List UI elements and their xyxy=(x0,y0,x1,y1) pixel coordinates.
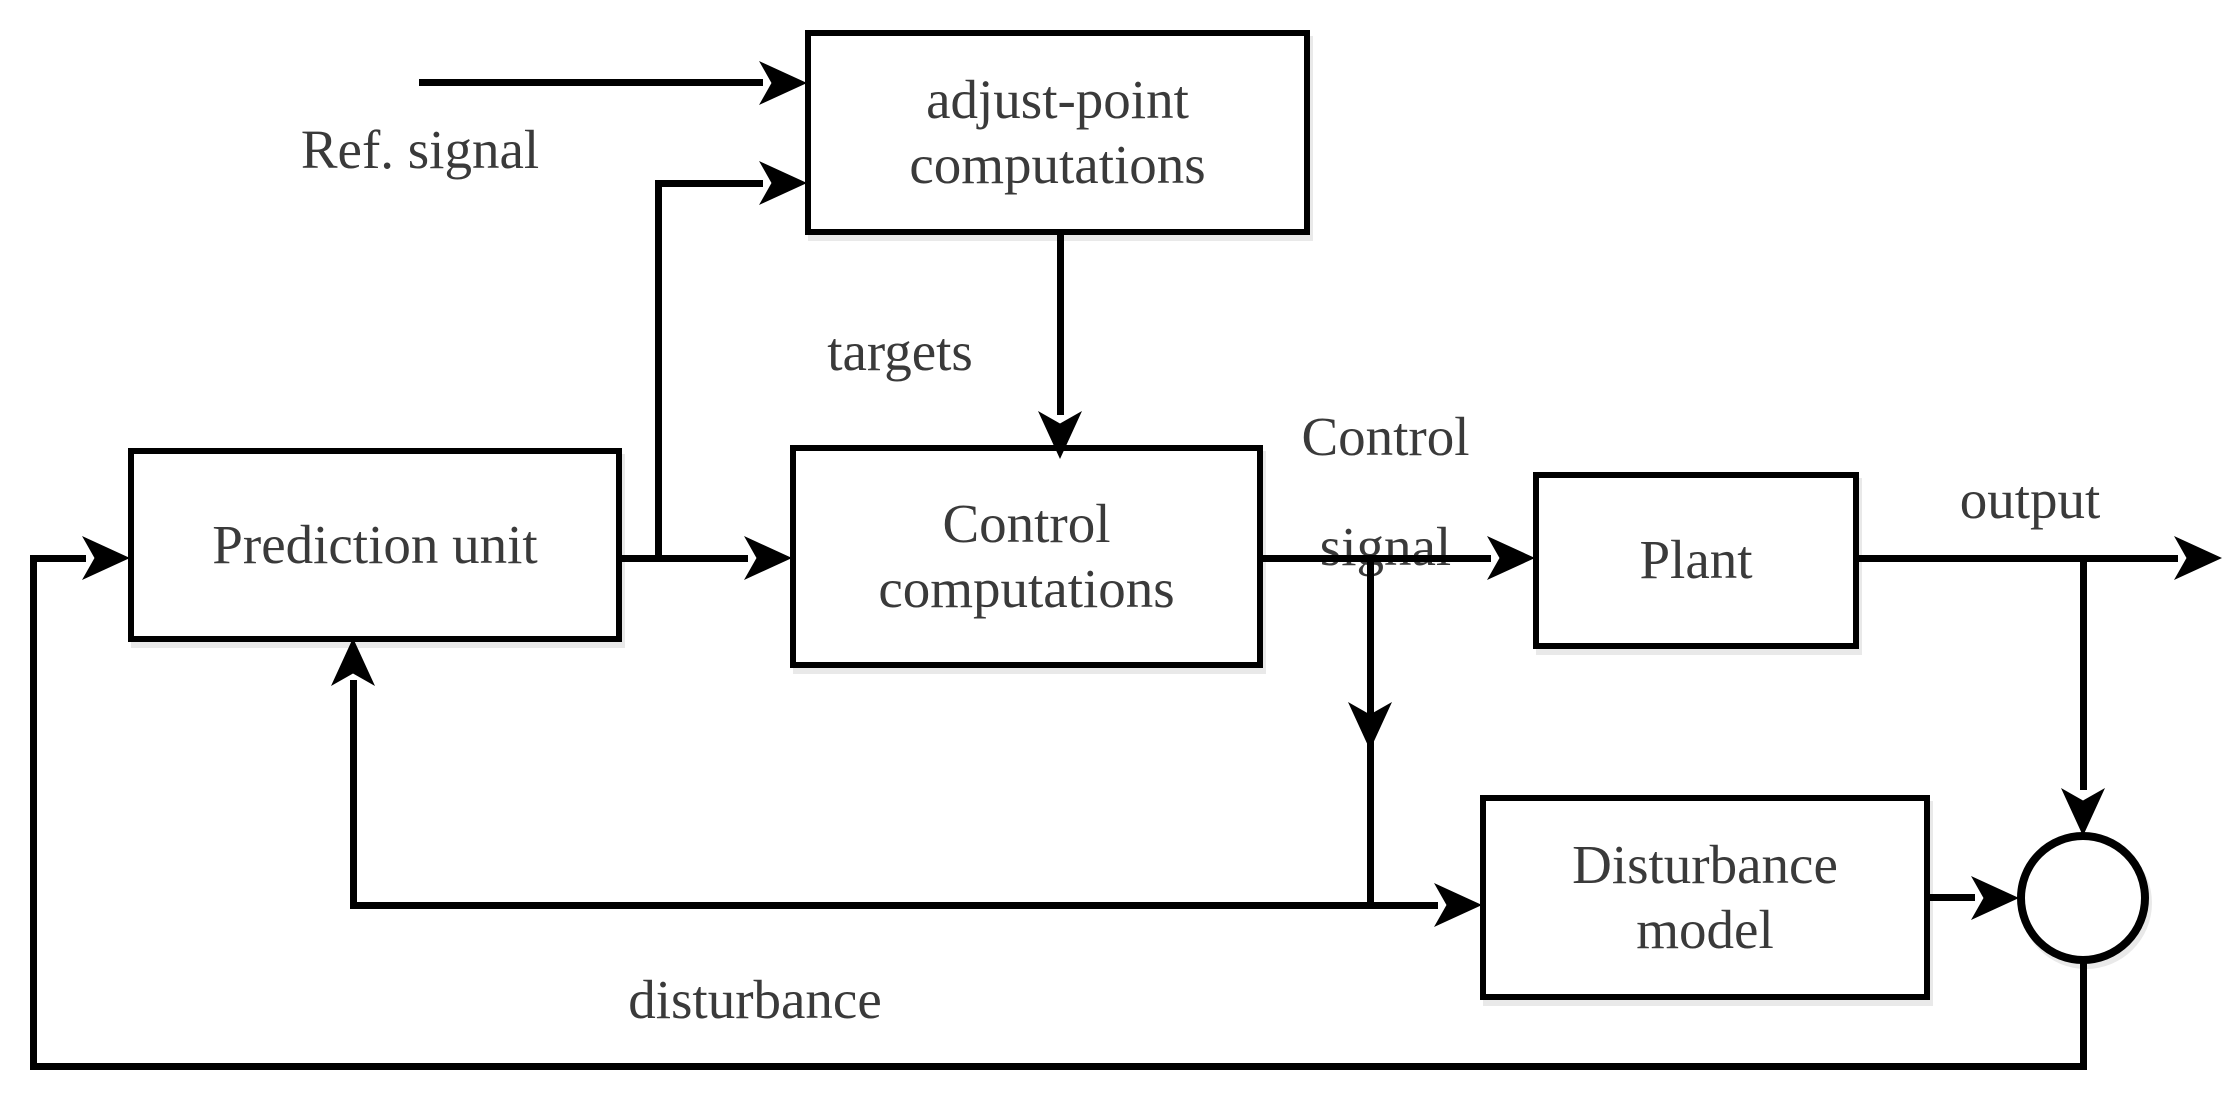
box-disturbance-model: Disturbance model xyxy=(1480,795,1930,1000)
edge-output-arrowhead-icon xyxy=(2174,536,2222,580)
box-plant-label: Plant xyxy=(1639,529,1753,591)
box-prediction-unit-label: Prediction unit xyxy=(212,513,538,575)
box-control-line1: Control xyxy=(942,492,1111,554)
summing-junction-circle xyxy=(2017,832,2149,964)
box-disturbance-line1: Disturbance xyxy=(1572,833,1838,895)
box-control-computations: Control computations xyxy=(790,445,1263,668)
edge-ref-signal-line xyxy=(419,79,763,86)
box-adjust-point-line2: computations xyxy=(909,133,1206,195)
edge-prediction-to-control-line xyxy=(622,555,748,562)
box-control-line2: computations xyxy=(878,557,1175,619)
edge-circle-down-line xyxy=(2080,962,2087,1063)
label-disturbance: disturbance xyxy=(628,969,882,1030)
edge-branch-to-adjust-arrowhead-icon xyxy=(759,161,807,205)
label-ref-signal: Ref. signal xyxy=(300,119,540,180)
label-control-signal-line1: Control xyxy=(1301,406,1470,467)
edge-feedback-to-prediction-line xyxy=(30,555,86,562)
edge-branch-to-adjust-vertical xyxy=(655,180,662,562)
edge-to-prediction-bottom-arrowhead-icon xyxy=(331,638,375,686)
edge-feedback-to-prediction-arrowhead-icon xyxy=(82,536,130,580)
box-prediction-unit: Prediction unit xyxy=(128,448,622,642)
box-plant: Plant xyxy=(1533,472,1859,649)
edge-output-branch-vertical xyxy=(2080,555,2087,790)
edge-disturbance-to-circle-line xyxy=(1930,894,1975,901)
label-output: output xyxy=(1959,469,2101,530)
box-adjust-point-line1: adjust-point xyxy=(926,68,1189,130)
edge-bottom-feedback-line xyxy=(30,1063,2087,1070)
edge-ref-signal-arrowhead-icon xyxy=(759,61,807,105)
edge-to-disturbance-model-arrowhead-icon xyxy=(1434,883,1482,927)
label-control-signal: Control signal xyxy=(1268,382,1503,602)
edge-control-signal-line xyxy=(1263,555,1491,562)
label-control-signal-line2: signal xyxy=(1319,516,1452,577)
edge-targets-line xyxy=(1057,235,1064,415)
edge-output-branch-arrowhead-icon xyxy=(2061,788,2105,836)
edge-prediction-to-control-arrowhead-icon xyxy=(744,536,792,580)
edge-to-prediction-bottom-line xyxy=(350,680,357,909)
edge-output-line xyxy=(1859,555,2178,562)
edge-disturbance-to-circle-arrowhead-icon xyxy=(1971,876,2019,920)
label-targets: targets xyxy=(827,321,973,382)
edge-branch-to-adjust-horizontal xyxy=(655,180,763,187)
edge-to-disturbance-model-line xyxy=(350,902,1438,909)
edge-left-feedback-riser xyxy=(30,555,37,1070)
box-adjust-point-computations: adjust-point computations xyxy=(805,30,1310,235)
box-disturbance-line2: model xyxy=(1636,898,1774,960)
